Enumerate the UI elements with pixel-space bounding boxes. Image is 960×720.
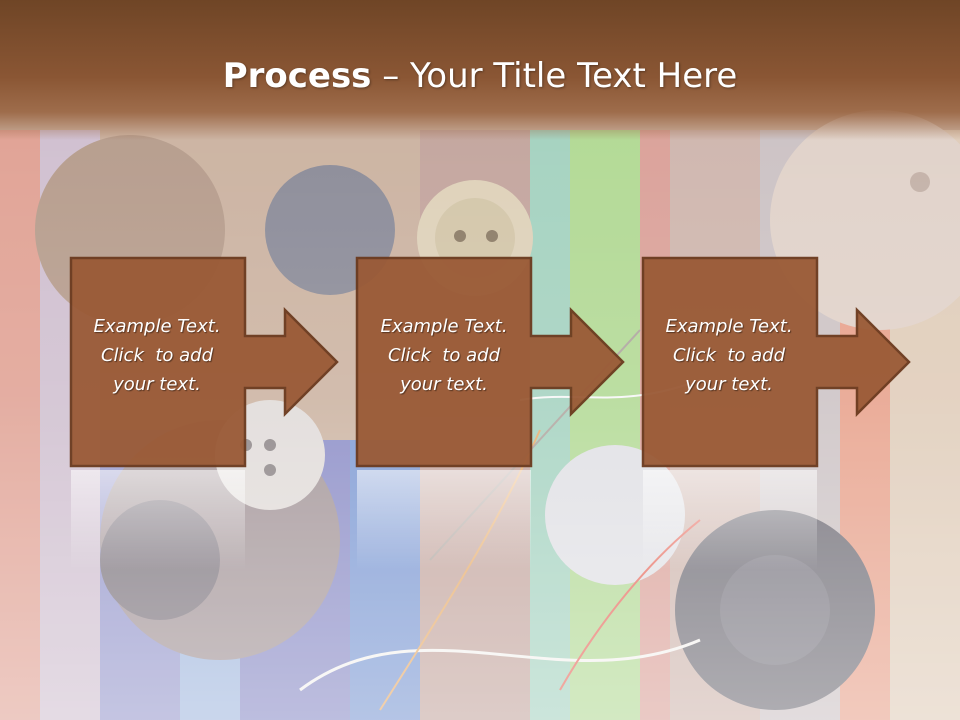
step-1-line-1: Example Text. [93, 316, 221, 337]
step-1-line-3: your text. [113, 374, 201, 395]
title-rest: – Your Title Text Here [371, 56, 738, 96]
process-step-1[interactable] [69, 256, 339, 468]
step-2-line-2: Click to add [387, 345, 500, 366]
step-3-line-3: your text. [685, 374, 773, 395]
title-bold: Process [222, 56, 372, 96]
process-step-3[interactable] [641, 256, 911, 468]
step-1-line-2: Click to add [100, 345, 213, 366]
header-band [0, 0, 960, 140]
slide-title[interactable]: Process – Your Title Text Here [0, 52, 960, 100]
process-step-2[interactable] [355, 256, 625, 468]
step-3-line-2: Click to add [672, 345, 785, 366]
step-2-line-3: your text. [400, 374, 488, 395]
step-text-3[interactable]: Example Text. Click to add your text. [643, 312, 815, 399]
step-text-2[interactable]: Example Text. Click to add your text. [358, 312, 530, 399]
step-3-line-1: Example Text. [665, 316, 793, 337]
step-2-line-1: Example Text. [380, 316, 508, 337]
step-text-1[interactable]: Example Text. Click to add your text. [71, 312, 243, 399]
